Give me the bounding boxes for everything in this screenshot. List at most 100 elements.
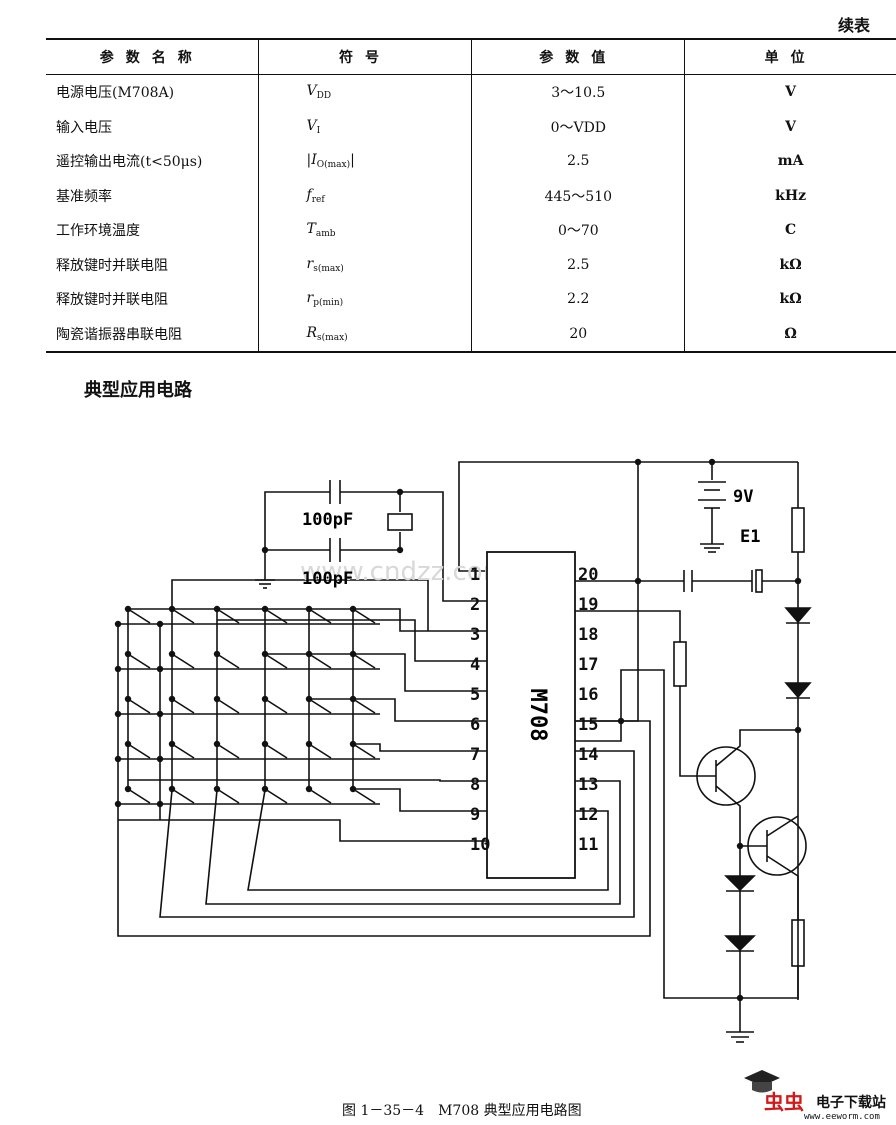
param-symbol: |IO(max)| (257, 144, 472, 179)
key-switch (264, 653, 288, 669)
junction-dot (396, 546, 404, 554)
junction-dot (634, 458, 642, 466)
continued-label: 续表 (837, 16, 870, 35)
site-logo: 虫虫 电子下载站 www.eeworm.com (742, 1066, 892, 1122)
key-switch (216, 608, 240, 624)
chip-pin-label: 2 (470, 595, 480, 615)
param-unit: mA (684, 144, 896, 179)
junction-dot (156, 800, 164, 808)
wire (766, 815, 799, 837)
table-header-row: 参数名称符号参数值单位 (46, 38, 896, 75)
wire (265, 653, 487, 692)
capacitor-plate (755, 569, 763, 593)
key-switch (127, 788, 151, 804)
wire (458, 461, 798, 572)
diode (724, 935, 756, 952)
param-value: 0～VDD (471, 109, 685, 144)
param-value: 20 (471, 316, 685, 353)
diode (724, 875, 756, 892)
param-unit: kΩ (684, 282, 896, 317)
chip-pin-label: 7 (470, 745, 480, 765)
key-switch (308, 788, 332, 804)
key-switch (216, 698, 240, 714)
section-title: 典型应用电路 (84, 380, 192, 401)
param-name: 释放键时并联电阻 (56, 257, 168, 274)
key-switch (264, 743, 288, 759)
chip-label: M708 (525, 689, 550, 742)
param-name: 输入电压 (56, 119, 112, 136)
junction-dot (156, 755, 164, 763)
logo-site-name: 电子下载站 (816, 1095, 886, 1111)
param-symbol: Tamb (257, 213, 472, 248)
wire (309, 698, 487, 722)
param-symbol: VDD (257, 74, 472, 110)
chip-pin-label: 13 (578, 775, 598, 795)
param-unit: V (684, 109, 896, 144)
param-unit: C (684, 213, 896, 248)
param-name: 遥控输出电流(t<50μs) (56, 154, 203, 171)
watermark-text: www.cndzz.com (300, 557, 508, 587)
junction-dot (114, 620, 122, 628)
param-name: 电源电压(M708A) (56, 85, 175, 102)
transistor (696, 746, 756, 806)
param-unit: kHz (684, 178, 896, 213)
wire (159, 750, 635, 918)
chip-pin-label: 14 (578, 745, 598, 765)
chip-pin-label: 10 (470, 835, 490, 855)
key-switch (352, 788, 376, 804)
chip-pin-label: 9 (470, 805, 480, 825)
wire (715, 785, 741, 846)
key-switch (127, 653, 151, 669)
key-switch (171, 653, 195, 669)
key-switch (171, 788, 195, 804)
junction-dot (156, 620, 164, 628)
wire (715, 729, 798, 767)
junction-dot (396, 488, 404, 496)
key-switch (264, 698, 288, 714)
battery-ref: E1 (740, 527, 760, 547)
chip-pin-label: 15 (578, 715, 598, 735)
table-header-cell: 参数值 (471, 38, 685, 75)
wire (575, 669, 799, 999)
logo-bugs-text: 虫虫 (764, 1090, 804, 1114)
resistor (673, 641, 687, 687)
wire (679, 686, 716, 777)
wire (766, 855, 799, 920)
param-name: 工作环境温度 (56, 223, 140, 240)
resistor (791, 919, 805, 967)
junction-dot (114, 800, 122, 808)
wire (575, 610, 681, 642)
resistor (791, 507, 805, 553)
junction-dot (114, 665, 122, 673)
wire (217, 619, 487, 662)
junction-dot (156, 665, 164, 673)
figure-caption: 图 1－35－4 M708 典型应用电路图 (342, 1103, 582, 1119)
param-name: 基准频率 (56, 188, 112, 205)
chip-pin-label: 16 (578, 685, 598, 705)
table-header-cell: 参数名称 (46, 38, 258, 75)
chip-pin-label: 1 (470, 565, 480, 585)
led-diode (784, 607, 812, 624)
chip-pin-label: 8 (470, 775, 480, 795)
key-switch (127, 608, 151, 624)
application-circuit-diagram: www.cndzz.com M708 123456789102019181716… (114, 458, 812, 1043)
chip-body (486, 551, 576, 879)
key-switch (264, 608, 288, 624)
chip-pin-label: 17 (578, 655, 598, 675)
key-switch (352, 743, 376, 759)
chip-pin-label: 4 (470, 655, 480, 675)
key-switch (308, 698, 332, 714)
chip-pin-label: 12 (578, 805, 598, 825)
key-switch (127, 743, 151, 759)
param-name: 释放键时并联电阻 (56, 292, 168, 309)
junction-dot (634, 577, 642, 585)
key-switch (216, 653, 240, 669)
chip-pin-label: 5 (470, 685, 480, 705)
junction-dot (617, 717, 625, 725)
key-switch (352, 698, 376, 714)
